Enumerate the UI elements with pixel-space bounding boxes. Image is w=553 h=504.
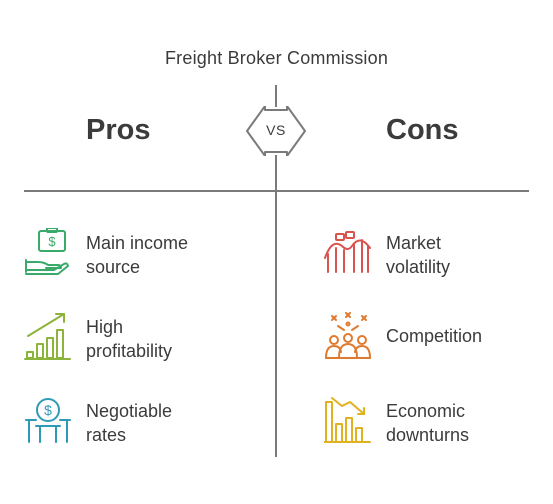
pros-item-label: High profitability bbox=[86, 317, 173, 361]
cons-item-label: Market volatility bbox=[386, 233, 451, 277]
pros-heading: Pros bbox=[86, 114, 151, 146]
horizontal-divider bbox=[24, 190, 529, 192]
pros-item-label: Main income source bbox=[86, 233, 189, 277]
vs-double-arrow-icon bbox=[246, 106, 306, 156]
cons-heading: Cons bbox=[386, 114, 459, 146]
declining-chart-icon bbox=[324, 397, 371, 443]
rollercoaster-icon bbox=[324, 231, 371, 273]
svg-text:$: $ bbox=[48, 234, 56, 249]
cons-item-label: Competition bbox=[386, 326, 483, 346]
vertical-divider-top bbox=[275, 85, 277, 107]
vertical-divider bbox=[275, 155, 277, 457]
cons-item-label: Economic downturns bbox=[386, 401, 470, 445]
vs-label: VS bbox=[266, 122, 286, 138]
coin-box-icon: $ bbox=[25, 398, 71, 443]
crowd-icon bbox=[325, 312, 371, 359]
money-hand-icon: $ bbox=[25, 228, 69, 275]
diagram-title: Freight Broker Commission bbox=[164, 48, 389, 68]
growth-chart-icon bbox=[24, 313, 71, 360]
svg-text:$: $ bbox=[44, 402, 52, 418]
pros-item-label: Negotiable rates bbox=[86, 401, 173, 445]
